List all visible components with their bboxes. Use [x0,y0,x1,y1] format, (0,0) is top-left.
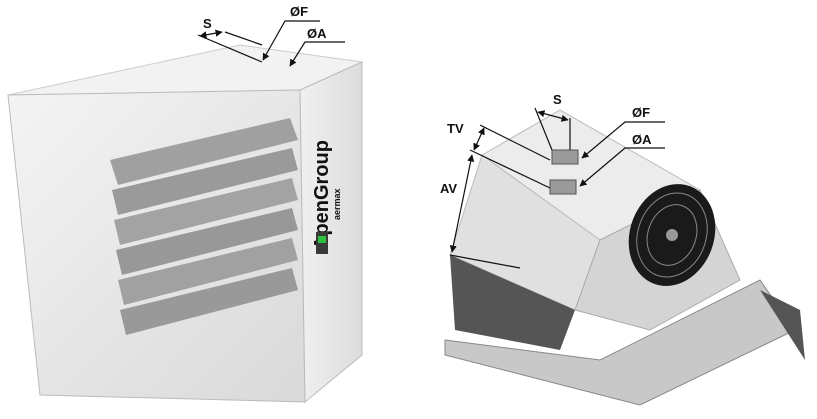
louvers [110,118,298,335]
drip-tray-side [740,280,805,360]
dimension-annotations [197,20,345,67]
fan [628,184,716,286]
pipe-connections [549,149,579,195]
label-tv: TV [447,121,464,136]
label-s: S [553,92,562,107]
svg-text:ApenGroup: ApenGroup [311,140,333,250]
unit-cooler-right: S ØF ØA TV AV [440,92,805,406]
unit-heater-left: ApenGroup aermax S ØF ØA [7,4,364,404]
label-s: S [203,16,212,31]
label-a: ØA [307,26,327,41]
dimension-annotations [449,107,665,269]
label-av: AV [440,181,457,196]
power-switch-light [318,236,326,243]
label-f: ØF [632,105,650,120]
brand-logo: ApenGroup aermax [311,140,342,250]
label-a: ØA [632,132,652,147]
side-face [299,61,363,404]
bottom-panel [450,255,575,350]
label-f: ØF [290,4,308,19]
svg-text:aermax: aermax [332,188,342,220]
